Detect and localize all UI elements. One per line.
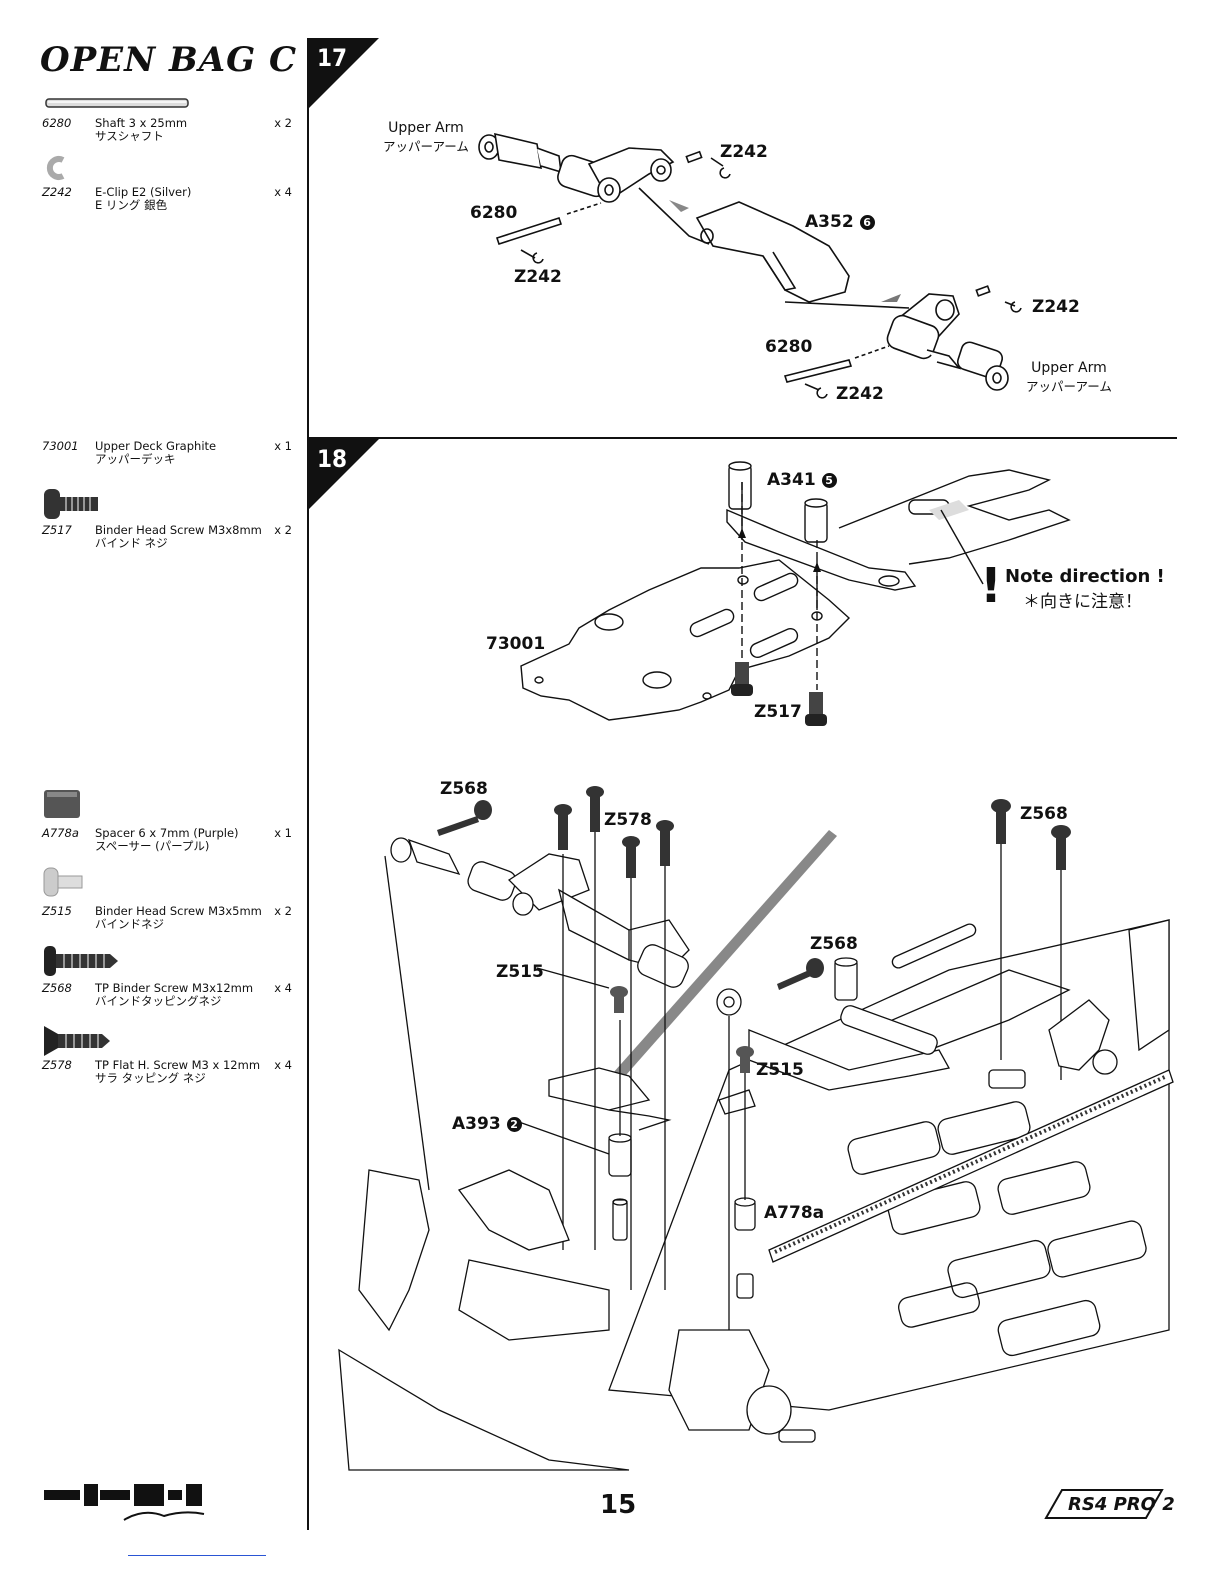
- a352-mount: [638, 187, 850, 303]
- label-a778a: A778a: [764, 1203, 825, 1223]
- drive-belt: [768, 1069, 1174, 1263]
- part-code: 73001: [42, 439, 79, 453]
- step-number: 18: [317, 445, 348, 473]
- label-z568-left: Z568: [440, 779, 488, 799]
- label-z515-left: Z515: [496, 962, 544, 982]
- shaft-6280-right: [783, 359, 853, 383]
- part-qty: x 4: [274, 981, 292, 995]
- e-clip-icon: [46, 156, 65, 180]
- a341-badge: 5: [821, 472, 837, 488]
- rs4-pro2-logo: RS4 PRO 2: [1044, 1489, 1175, 1519]
- z578-screw: [554, 786, 674, 878]
- step-number: 17: [317, 44, 348, 72]
- label-z568-right: Z568: [1020, 804, 1068, 824]
- label-z515-right: Z515: [756, 1060, 804, 1080]
- z517-screw-right: [805, 692, 827, 726]
- e-clip-top: [719, 167, 731, 179]
- label-z517: Z517: [754, 702, 802, 722]
- e-clip-right: [1010, 301, 1022, 313]
- front-suspension: [338, 1169, 816, 1471]
- part-qty: x 4: [274, 1058, 292, 1072]
- part-qty: x 2: [274, 523, 292, 537]
- e-clip-left: [532, 252, 544, 264]
- upper-arm-front: [390, 837, 742, 1016]
- hpi-racing-logo: [44, 1484, 205, 1521]
- binder-screw-icon: [44, 489, 98, 519]
- z515-screw: [610, 986, 754, 1073]
- antenna-tube: [589, 830, 837, 1108]
- part-code: A778a: [42, 826, 79, 840]
- label-a393: A393 2: [452, 1114, 522, 1134]
- step-18-badge: 18: [309, 439, 379, 509]
- upper-arm-top: [478, 132, 675, 203]
- part-qty: x 2: [274, 116, 292, 130]
- bag-title: OPEN BAG C: [40, 40, 298, 80]
- label-z568-mid: Z568: [810, 934, 858, 954]
- e-clip-bottom: [816, 387, 828, 399]
- step-17-badge: 17: [309, 38, 379, 108]
- label-z578: Z578: [604, 810, 652, 830]
- flat-screw-icon: [44, 1026, 110, 1056]
- step-18-chassis-drawing: [338, 786, 1174, 1471]
- shaft-icon: [45, 98, 189, 108]
- label-upper-arm-top: Upper Arm アッパーアーム: [383, 120, 469, 154]
- label-z242-right: Z242: [1032, 297, 1080, 317]
- model-logo-text: RS4 PRO 2: [1068, 1494, 1175, 1515]
- part-qty: x 4: [274, 185, 292, 199]
- a393-post: [608, 1133, 632, 1241]
- label-6280-left: 6280: [470, 203, 518, 223]
- a352-badge: 6: [859, 214, 875, 230]
- page-number: 15: [600, 1490, 637, 1520]
- shaft-6280-left: [495, 202, 602, 246]
- step-17-drawing: [478, 132, 1022, 399]
- part-code: Z578: [42, 1058, 72, 1072]
- part-name: E-Clip E2 (Silver)E リング 銀色: [95, 185, 192, 212]
- part-name: Spacer 6 x 7mm (Purple)スペーサー (パープル): [95, 826, 239, 853]
- label-a341: A341 5: [767, 470, 837, 490]
- z517-screw-left: [731, 662, 753, 696]
- part-code: 6280: [42, 116, 72, 130]
- part-code: Z517: [42, 523, 72, 537]
- warning-icon: !: [980, 558, 1002, 614]
- part-code: Z242: [42, 185, 72, 199]
- upper-arm-bottom: [886, 293, 1009, 391]
- a341-bracket: [726, 461, 917, 591]
- label-a352: A352 6: [805, 212, 875, 232]
- footer-underline-link[interactable]: [128, 1555, 266, 1556]
- a393-badge: 2: [506, 1116, 522, 1132]
- upper-deck-73001: [520, 559, 851, 721]
- spacer-icon: [44, 790, 80, 818]
- right-suspension: [988, 919, 1170, 1089]
- label-z242-bottom: Z242: [836, 384, 884, 404]
- step-18-upper-deck-drawing: [520, 461, 1071, 726]
- vertical-divider: [307, 38, 309, 1530]
- label-upper-arm-bottom: Upper Arm アッパーアーム: [1026, 360, 1112, 394]
- part-code: Z568: [42, 981, 72, 995]
- tp-binder-screw-icon: [44, 946, 118, 976]
- label-73001: 73001: [486, 634, 546, 654]
- part-code: Z515: [42, 904, 72, 918]
- part-qty: x 2: [274, 904, 292, 918]
- label-z242-top: Z242: [720, 142, 768, 162]
- part-qty: x 1: [274, 439, 292, 453]
- upper-deck-installed: [748, 957, 951, 1091]
- z568-screw: [437, 799, 1071, 990]
- note-direction: Note direction ! ＊向きに注意！: [1005, 566, 1165, 612]
- step-divider: [309, 437, 1177, 439]
- label-z242-left: Z242: [514, 267, 562, 287]
- part-qty: x 1: [274, 826, 292, 840]
- binder-screw-silver-icon: [43, 867, 83, 897]
- label-6280-right: 6280: [765, 337, 813, 357]
